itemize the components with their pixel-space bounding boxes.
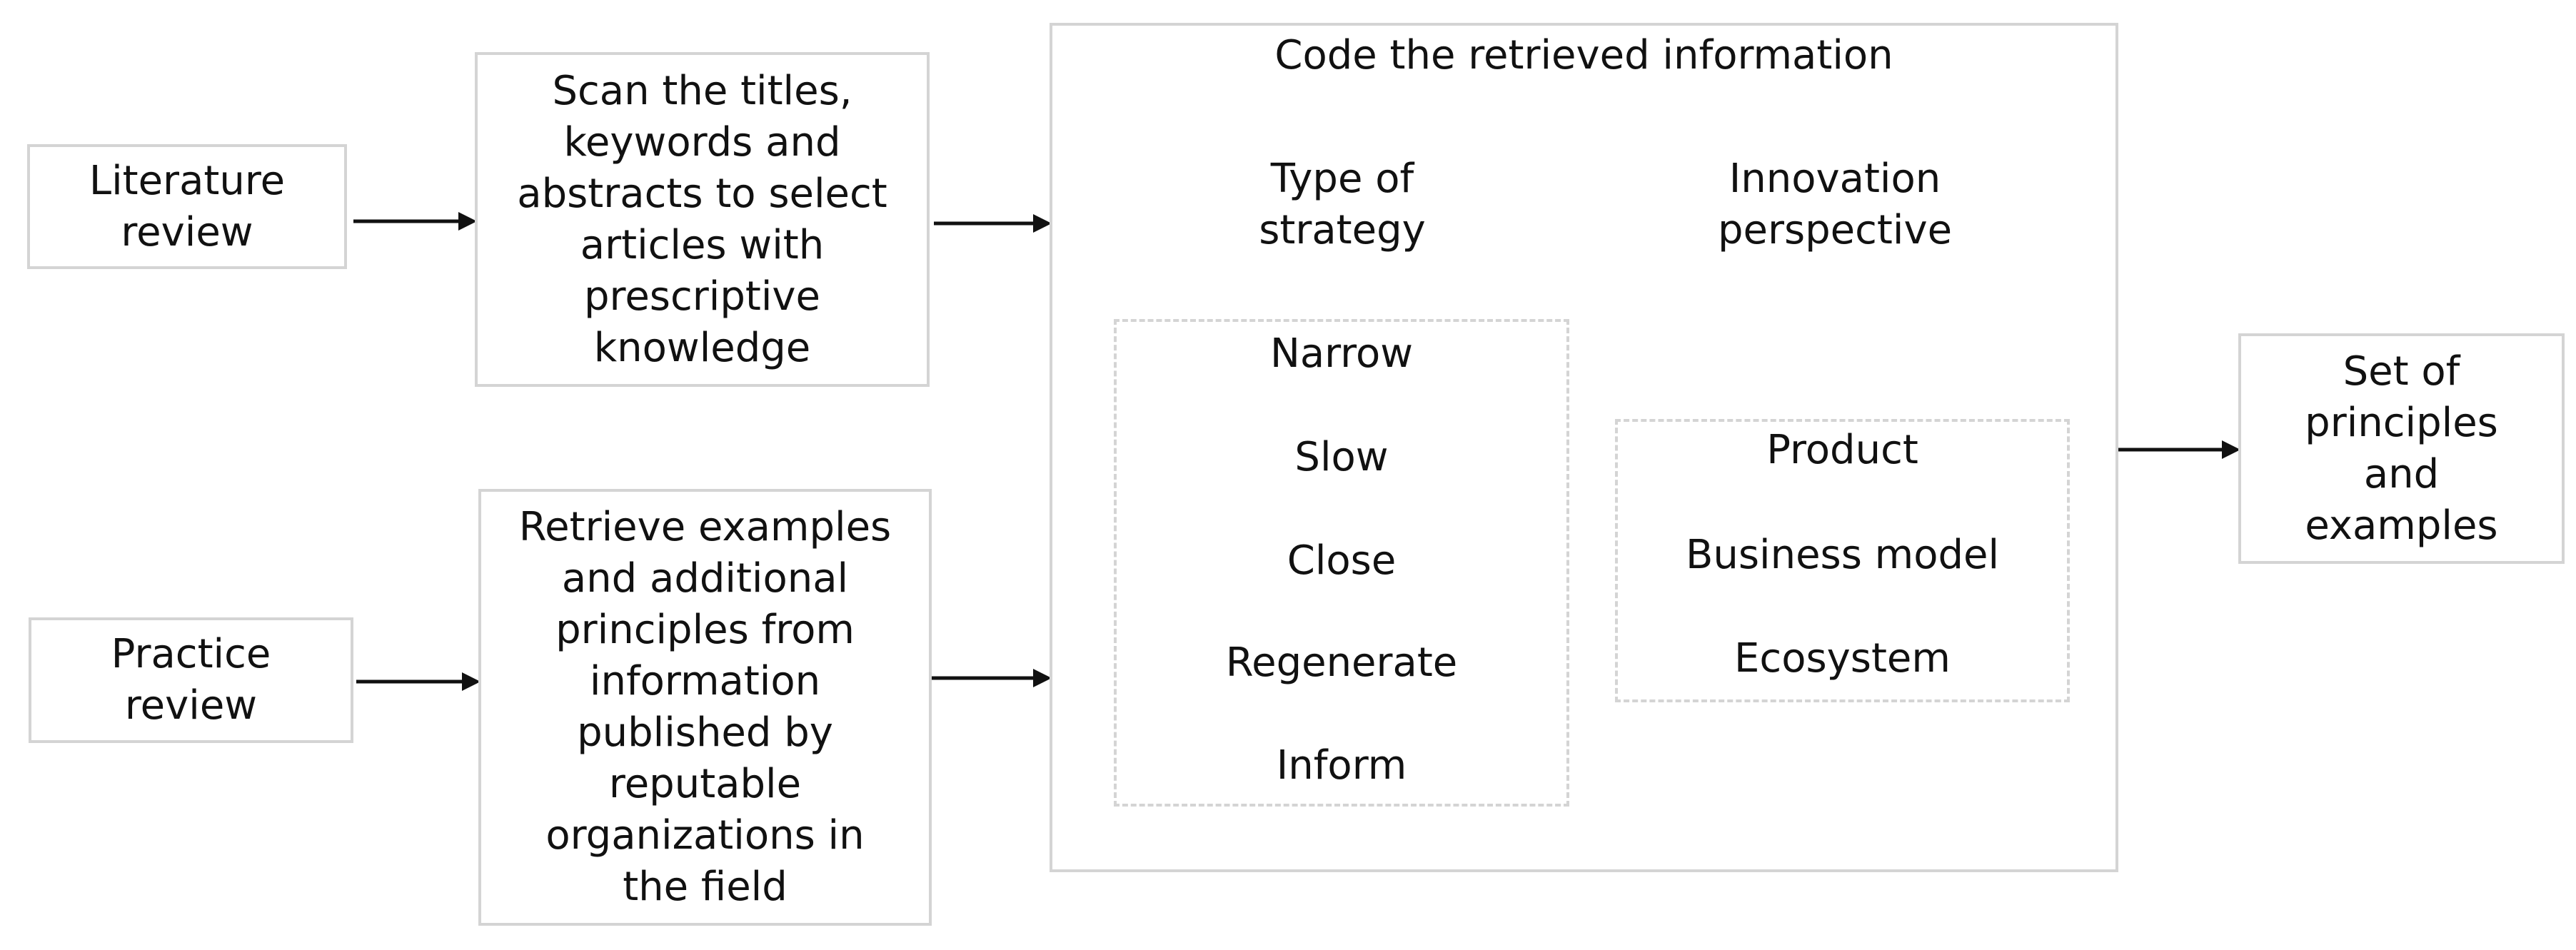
- retrieve-label: Retrieve examples and additional princip…: [518, 504, 892, 910]
- arrowhead-scan-to-code: [1033, 214, 1052, 233]
- practice-review-label: Practice review: [111, 631, 271, 729]
- scan-label: Scan the titles, keywords and abstracts …: [517, 67, 887, 371]
- strategy-header: Type of strategy: [1259, 156, 1426, 253]
- retrieve-box: Retrieve examples and additional princip…: [478, 489, 932, 926]
- strategy-regenerate: Regenerate: [1225, 640, 1458, 686]
- strategy-inform: Inform: [1276, 742, 1407, 789]
- arrowhead-practice-to-retrieve: [462, 672, 481, 691]
- perspective-ecosystem: Ecosystem: [1734, 635, 1951, 682]
- code-box: [1050, 23, 2118, 872]
- arrowhead-code-to-output: [2222, 440, 2240, 459]
- arrowhead-lit-to-scan: [458, 212, 477, 231]
- perspective-business-model: Business model: [1685, 532, 2000, 578]
- scan-box: Scan the titles, keywords and abstracts …: [475, 52, 930, 387]
- strategy-slow: Slow: [1294, 434, 1389, 480]
- arrowhead-retrieve-to-code: [1033, 669, 1052, 687]
- strategy-close: Close: [1287, 537, 1397, 584]
- perspective-group: [1615, 419, 2070, 702]
- perspective-product: Product: [1766, 427, 1918, 473]
- literature-review-label: Literature review: [89, 157, 286, 256]
- code-title: Code the retrieved information: [1274, 32, 1893, 79]
- practice-review-box: Practice review: [29, 617, 353, 743]
- literature-review-box: Literature review: [27, 144, 347, 269]
- strategy-group: [1114, 319, 1569, 807]
- strategy-narrow: Narrow: [1269, 330, 1414, 377]
- output-label: Set of principles and examples: [2305, 348, 2498, 549]
- output-box: Set of principles and examples: [2238, 333, 2565, 564]
- innovation-header: Innovation perspective: [1717, 156, 1953, 253]
